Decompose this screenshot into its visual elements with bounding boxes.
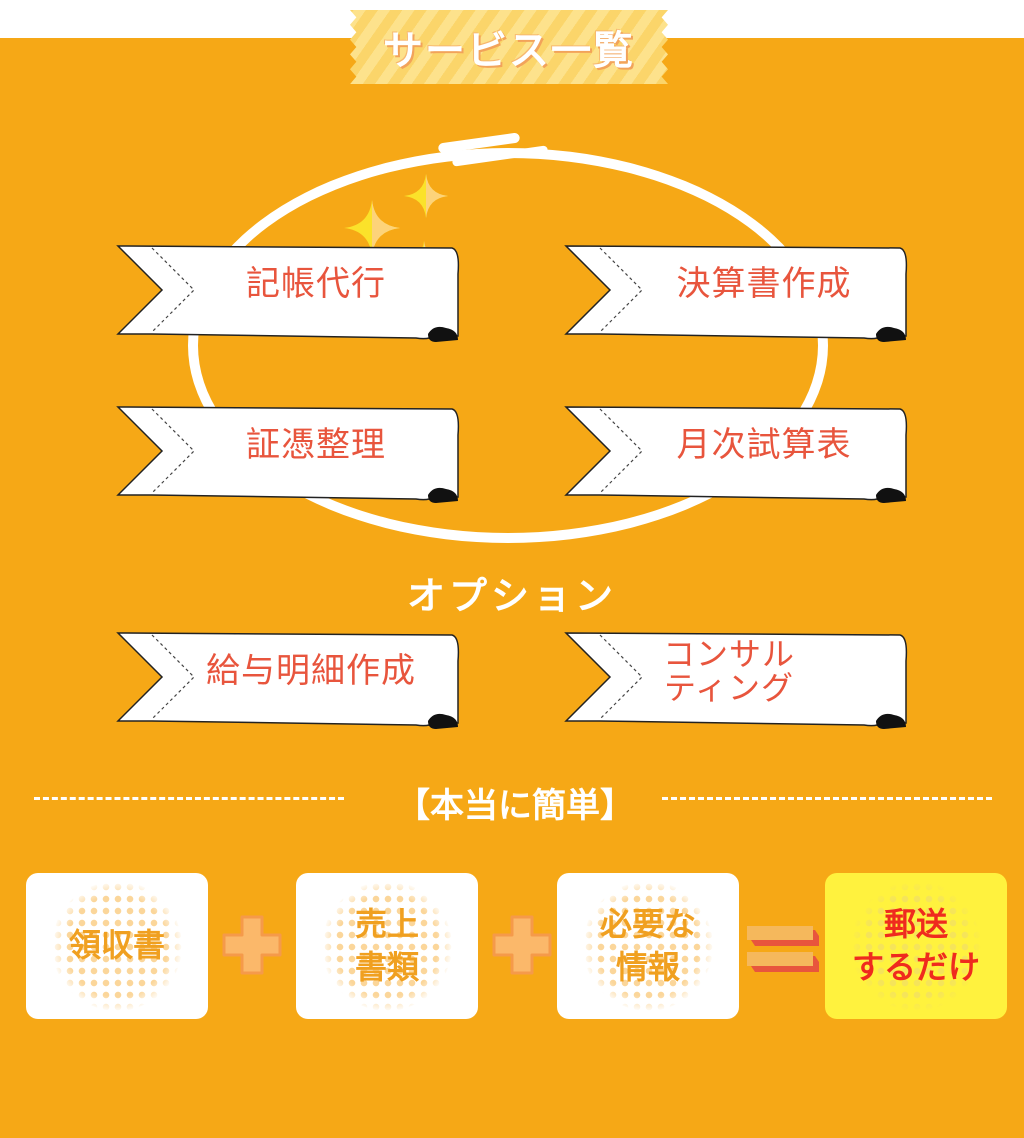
easy-heading: 【本当に簡単】 bbox=[396, 786, 634, 826]
ribbon-shape bbox=[116, 632, 460, 729]
step-box-receipts: 領収書 bbox=[26, 873, 208, 1019]
service-ribbon-monthly-trial-balance[interactable]: 月次試算表 bbox=[564, 405, 908, 503]
ribbon-shape bbox=[564, 245, 908, 342]
result-box-just-mail: 郵送 するだけ bbox=[825, 873, 1007, 1019]
dot-pattern bbox=[851, 881, 981, 1011]
options-heading: オプション bbox=[406, 574, 617, 618]
sparkle-icon bbox=[344, 200, 400, 256]
service-ribbon-financial-statements[interactable]: 決算書作成 bbox=[564, 244, 908, 342]
option-label: コンサル ティング bbox=[634, 631, 824, 713]
ribbon-shape bbox=[564, 406, 908, 503]
option-ribbon-payslip[interactable]: 給与明細作成 bbox=[116, 631, 460, 729]
title-tape: サービス一覧 bbox=[350, 10, 668, 84]
step-box-required-info: 必要な 情報 bbox=[557, 873, 739, 1019]
ribbon-shape bbox=[564, 632, 908, 729]
option-ribbon-consulting[interactable]: コンサル ティング bbox=[564, 631, 908, 729]
step-text: 売上 書類 bbox=[354, 904, 419, 986]
plus-icon bbox=[492, 915, 552, 975]
ribbon-shape bbox=[116, 406, 460, 503]
service-ribbon-voucher-organizing[interactable]: 証憑整理 bbox=[116, 405, 460, 503]
service-label: 証憑整理 bbox=[246, 425, 386, 466]
option-label-line1: コンサル bbox=[662, 635, 795, 674]
dashed-divider-left bbox=[34, 797, 344, 800]
step-box-sales-documents: 売上 書類 bbox=[296, 873, 478, 1019]
dashed-divider-right bbox=[662, 797, 992, 800]
plus-icon bbox=[222, 915, 282, 975]
service-ribbon-bookkeeping[interactable]: 記帳代行 bbox=[116, 244, 460, 342]
service-label: 決算書作成 bbox=[676, 264, 852, 305]
option-label: 給与明細作成 bbox=[206, 651, 416, 692]
service-label: 月次試算表 bbox=[676, 425, 852, 466]
dot-pattern bbox=[583, 881, 713, 1011]
step-text: 必要な 情報 bbox=[599, 904, 696, 986]
page-title: サービス一覧 bbox=[383, 28, 635, 74]
ribbon-shape bbox=[116, 245, 460, 342]
sparkle-icon bbox=[404, 174, 448, 218]
dot-pattern bbox=[322, 881, 452, 1011]
step-text: 領収書 bbox=[68, 926, 165, 965]
dot-pattern bbox=[52, 881, 182, 1011]
result-text: 郵送 するだけ bbox=[851, 904, 980, 986]
equals-icon bbox=[747, 926, 819, 972]
service-label: 記帳代行 bbox=[246, 264, 386, 305]
option-label-line2: ティング bbox=[663, 669, 795, 707]
